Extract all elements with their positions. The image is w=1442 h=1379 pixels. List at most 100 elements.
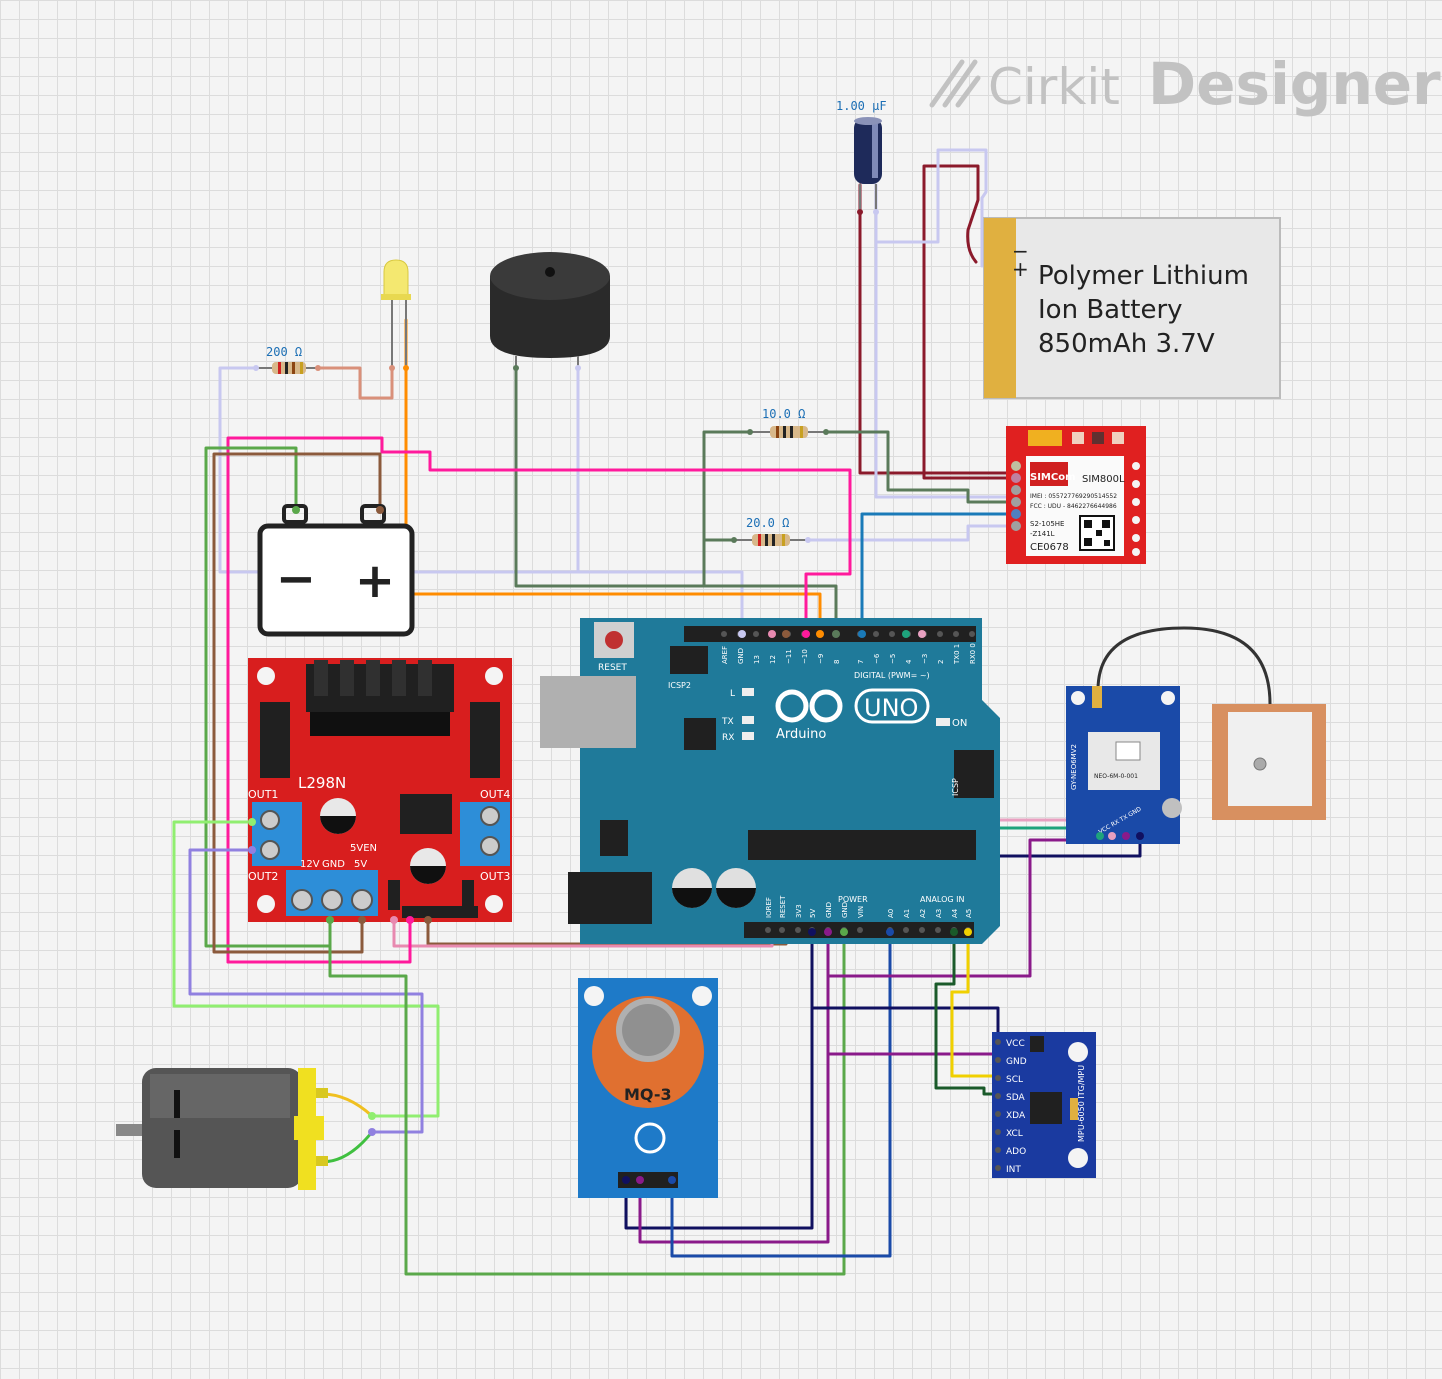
- arduino-bottom-pin[interactable]: [903, 927, 909, 933]
- l298n-out4: OUT4: [480, 788, 510, 801]
- battery-minus-sign: −: [276, 551, 316, 607]
- wire-led-d9: [404, 318, 822, 636]
- sim-fcc-label: FCC : UDU - 8462276644986: [1030, 503, 1117, 510]
- capacitor[interactable]: 1.00 µF: [836, 99, 887, 212]
- sim800l-module[interactable]: SIMCom SIM800L IMEI : 055727769290514552…: [1006, 426, 1146, 564]
- dc-motor[interactable]: [116, 1068, 328, 1190]
- mq3-sensor[interactable]: MQ-3: [578, 978, 718, 1198]
- mpu-pin[interactable]: [995, 1075, 1001, 1081]
- sim-brand-label: SIMCom: [1030, 472, 1076, 483]
- arduino-top-pin[interactable]: [889, 631, 895, 637]
- arduino-bottom-pin-label: 5V: [809, 909, 817, 918]
- wire-divider-b: [824, 430, 1018, 504]
- mpu-pin[interactable]: [995, 1129, 1001, 1135]
- l298n-title: L298N: [298, 774, 346, 792]
- arduino-top-pin[interactable]: [753, 631, 759, 637]
- resistor-20[interactable]: 20.0 Ω: [734, 516, 808, 546]
- arduino-top-pin-label: 4: [905, 659, 913, 664]
- mpu-label: MPU-6050 ITG/MPU: [1077, 1065, 1086, 1142]
- arduino-top-pin-label: 7: [857, 660, 865, 664]
- arduino-top-pin-label: TX0 1: [953, 644, 961, 665]
- arduino-bottom-pin[interactable]: [857, 927, 863, 933]
- arduino-top-pin[interactable]: [937, 631, 943, 637]
- wire-mq3-a0: [670, 930, 892, 1258]
- arduino-top-pin-label: ~3: [921, 654, 929, 664]
- mpu-pin[interactable]: [995, 1039, 1001, 1045]
- arduino-top-pin[interactable]: [969, 631, 975, 637]
- arduino-bottom-pin[interactable]: [795, 927, 801, 933]
- mpu-pin[interactable]: [995, 1111, 1001, 1117]
- mq3-label: MQ-3: [624, 1085, 672, 1104]
- resistor-200-label: 200 Ω: [266, 345, 302, 359]
- arduino-top-pin-label: ~10: [801, 649, 809, 664]
- wire-capacitor-sim: [858, 183, 1018, 475]
- battery-12v[interactable]: − +: [257, 504, 415, 637]
- buzzer[interactable]: [490, 252, 610, 370]
- l298n-5v: 5V: [354, 859, 367, 870]
- capacitor-value-label: 1.00 µF: [836, 99, 887, 113]
- brand-logo: Cirkit Designer: [929, 50, 1441, 118]
- arduino-uno[interactable]: RESET ICSP2 L TX RX UNO Arduino ON DIGIT…: [540, 618, 1000, 944]
- arduino-top-header[interactable]: [684, 626, 976, 642]
- arduino-top-pin-label: RX0 0: [969, 643, 977, 664]
- mpu-pin[interactable]: [995, 1093, 1001, 1099]
- sim-model-label: SIM800L: [1082, 474, 1125, 485]
- resistor-10[interactable]: 10.0 Ω: [750, 407, 826, 438]
- lipo-battery[interactable]: − + Polymer Lithium Ion Battery 850mAh 3…: [983, 217, 1281, 399]
- arduino-top-pin[interactable]: [873, 631, 879, 637]
- arduino-logo-icon: [775, 689, 843, 723]
- l298n-12v: 12V: [300, 859, 320, 870]
- gps-module-label: NEO-6M-0-001: [1094, 773, 1138, 780]
- mpu-pin[interactable]: [995, 1147, 1001, 1153]
- arduino-analog-label: ANALOG IN: [920, 895, 965, 904]
- mpu-pin-label: SDA: [1006, 1093, 1025, 1103]
- wire-motor-a: [172, 820, 440, 1118]
- arduino-top-pin[interactable]: [953, 631, 959, 637]
- arduino-bottom-pin-label: A4: [951, 908, 959, 918]
- l298n-out3: OUT3: [480, 870, 510, 883]
- wire-mpu-scl: [950, 930, 1000, 1078]
- mpu-pin-label: ADO: [1006, 1147, 1026, 1157]
- gps-neo6m[interactable]: NEO-6M-0-001 GY-NEO6MV2 VCC RX TX GND: [1066, 626, 1272, 844]
- arduino-top-pin-label: 8: [833, 660, 841, 664]
- mpu-pin[interactable]: [995, 1165, 1001, 1171]
- arduino-icsp-label: ICSP: [951, 778, 960, 796]
- mpu-pin[interactable]: [995, 1057, 1001, 1063]
- wire-pink-d10: [226, 436, 852, 964]
- arduino-top-pin-label: ~6: [873, 653, 881, 664]
- arduino-top-pin-label: AREF: [721, 646, 729, 664]
- sim-ce-label: CE0678: [1030, 542, 1069, 553]
- wire-buzzer-a: [514, 366, 790, 588]
- arduino-bottom-pin[interactable]: [779, 927, 785, 933]
- arduino-top-pin[interactable]: [721, 631, 727, 637]
- led-yellow[interactable]: [381, 259, 411, 370]
- lipo-label-line2: Ion Battery: [1038, 295, 1183, 325]
- gps-board-label: GY-NEO6MV2: [1070, 744, 1078, 790]
- gps-antenna[interactable]: [1212, 704, 1326, 820]
- arduino-reset-label: RESET: [598, 663, 627, 673]
- sim-qr-code-icon: [1079, 515, 1115, 551]
- arduino-rx-label: RX: [722, 733, 734, 743]
- l298n-driver[interactable]: L298N OUT1 OUT2 OUT4 OUT3 12V GND 5V 5VE…: [248, 658, 512, 922]
- brand-icon: [929, 59, 981, 108]
- wire-motor-yellow: [320, 1092, 374, 1118]
- arduino-brand-label: Arduino: [776, 727, 826, 742]
- arduino-bottom-pin[interactable]: [765, 927, 771, 933]
- wire-mq3-gnd: [638, 930, 830, 1244]
- wire-gnd-vin: [328, 930, 846, 1276]
- arduino-bottom-pin-label: 3V3: [795, 904, 803, 918]
- connection-dots: [248, 209, 1144, 1184]
- arduino-bottom-pin-label: IOREF: [765, 897, 773, 918]
- mpu6050-sensor[interactable]: MPU-6050 ITG/MPU VCCGNDSCLSDAXDAXCLADOIN…: [992, 1032, 1096, 1178]
- arduino-bottom-pin-label: GND: [841, 902, 849, 918]
- arduino-tx-label: TX: [721, 717, 734, 727]
- resistor-200[interactable]: 200 Ω: [256, 345, 318, 374]
- arduino-top-pin-label: 13: [753, 655, 761, 664]
- arduino-bottom-pin[interactable]: [919, 927, 925, 933]
- arduino-bottom-pin-label: A3: [935, 909, 943, 918]
- arduino-bottom-pin[interactable]: [935, 927, 941, 933]
- mpu-pin-label: GND: [1006, 1057, 1027, 1067]
- wire-mpu-vcc: [810, 1006, 1000, 1042]
